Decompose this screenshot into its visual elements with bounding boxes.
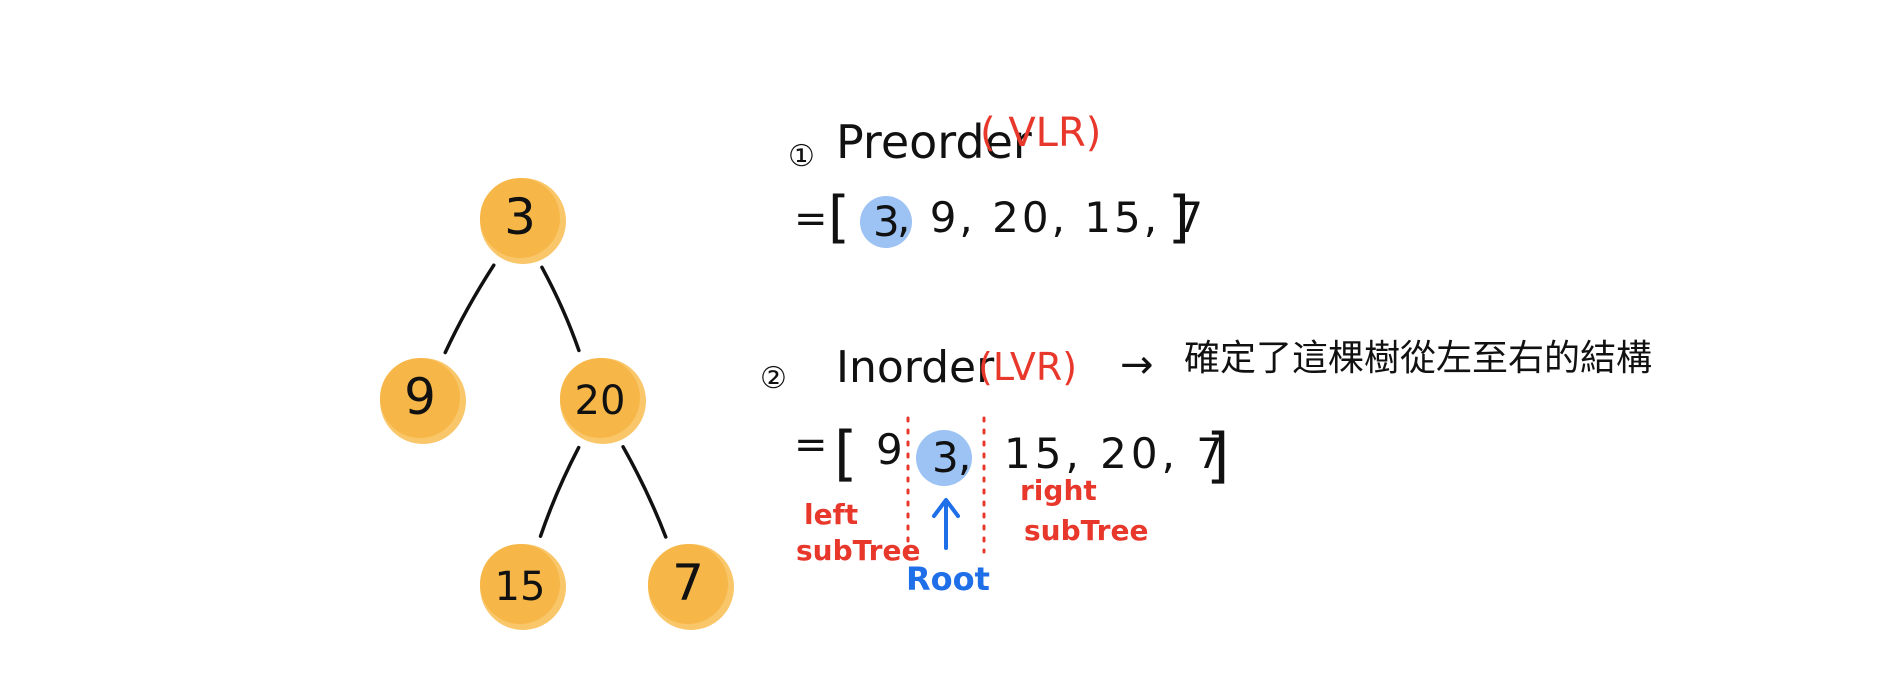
left-subtree-label-line2: subTree bbox=[796, 534, 920, 567]
tree-node-label: 15 bbox=[495, 564, 546, 610]
tree-node-circle bbox=[380, 358, 460, 438]
inorder-note: 確定了這棵樹從左至右的結構 bbox=[1184, 338, 1652, 379]
inorder-root-comma: , bbox=[958, 431, 971, 480]
preorder-marker: ① bbox=[788, 139, 815, 174]
preorder-order-tag: ( VLR) bbox=[980, 110, 1101, 156]
preorder-open-bracket: [ bbox=[828, 185, 850, 250]
tree-node-circle bbox=[648, 544, 728, 624]
preorder-rest-values: , 9, 20, 15, 7 bbox=[897, 193, 1206, 242]
inorder-open-bracket: [ bbox=[834, 419, 857, 489]
tree-nodes: 3 9 20 15 7 bbox=[380, 178, 734, 630]
preorder-equals: = bbox=[794, 196, 828, 242]
tree-node-15: 15 bbox=[480, 544, 566, 630]
tree-node-circle bbox=[480, 178, 560, 258]
tree-edges bbox=[443, 263, 668, 539]
preorder-root-value: 3 bbox=[873, 197, 900, 246]
inorder-close-bracket: ] bbox=[1206, 421, 1229, 491]
preorder-title: Preorder bbox=[836, 115, 1032, 169]
preorder-close-bracket: ] bbox=[1168, 185, 1190, 250]
inorder-title: Inorder bbox=[836, 342, 995, 393]
inorder-root-value: 3 bbox=[932, 433, 959, 482]
root-label: Root bbox=[906, 560, 990, 598]
tree-edge-n20-n7 bbox=[621, 445, 668, 539]
tree-node-label: 20 bbox=[575, 378, 626, 424]
tree-node-label: 9 bbox=[404, 368, 436, 426]
inorder-root-highlight bbox=[916, 430, 972, 486]
tree-edge-n3-n20 bbox=[540, 265, 581, 353]
tree-node-9: 9 bbox=[380, 358, 466, 444]
tree-edge-n20-n15 bbox=[538, 445, 581, 538]
tree-node-circle bbox=[480, 544, 560, 624]
tree-edge-n3-n9 bbox=[443, 263, 496, 355]
preorder-section: ① Preorder ( VLR) = [ 3 , 9, 20, 15, 7 ] bbox=[788, 110, 1206, 250]
tree-node-20: 20 bbox=[560, 358, 646, 444]
left-subtree-label-line1: left bbox=[804, 498, 858, 531]
inorder-section: ② Inorder (LVR) → 確定了這棵樹從左至右的結構 = [ 9 3 … bbox=[760, 338, 1652, 598]
right-subtree-label-line2: subTree bbox=[1024, 514, 1148, 547]
inorder-order-tag: (LVR) bbox=[978, 345, 1077, 389]
tree-node-3: 3 bbox=[480, 178, 566, 264]
right-subtree-label-line1: right bbox=[1020, 474, 1097, 507]
tree-node-7: 7 bbox=[648, 544, 734, 630]
inorder-arrow: → bbox=[1120, 342, 1154, 388]
inorder-left-value: 9 bbox=[876, 425, 903, 474]
inorder-equals: = bbox=[794, 422, 828, 468]
inorder-marker: ② bbox=[760, 361, 787, 396]
root-up-arrow-icon bbox=[932, 498, 960, 550]
inorder-right-values: 15, 20, 7 bbox=[1004, 429, 1227, 478]
tree-node-label: 3 bbox=[504, 188, 536, 246]
preorder-root-highlight bbox=[860, 196, 912, 248]
tree-node-circle bbox=[560, 358, 640, 438]
tree-node-label: 7 bbox=[672, 554, 704, 612]
